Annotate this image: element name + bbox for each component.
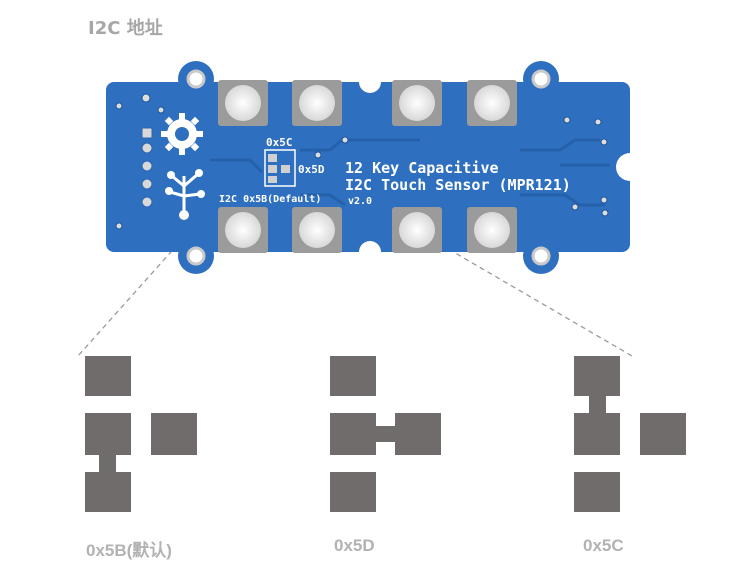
caption-0x5d: 0x5D	[334, 536, 375, 556]
board-addr-right: 0x5D	[298, 163, 325, 176]
electrode	[218, 207, 268, 253]
jumper-option-0x5b	[85, 356, 197, 512]
jumper-option-0x5c	[574, 356, 686, 512]
board-label-line1: 12 Key Capacitive	[345, 159, 499, 177]
electrode	[218, 80, 268, 126]
mount-hole	[533, 248, 549, 264]
board-addr-top: 0x5C	[266, 136, 293, 149]
caption-0x5b: 0x5B(默认)	[86, 536, 172, 561]
electrode	[392, 80, 442, 126]
grove-logo-icon	[161, 113, 203, 155]
mount-hole	[188, 71, 204, 87]
board-label-line2: I2C Touch Sensor (MPR121)	[345, 176, 571, 194]
mount-hole	[533, 71, 549, 87]
pcb-board: 0x5C 0x5D I2C 0x5B(Default) 12 Key Capac…	[106, 61, 644, 274]
electrode	[292, 207, 342, 253]
board-version: v2.0	[348, 196, 372, 207]
mount-hole	[188, 248, 204, 264]
electrode	[292, 80, 342, 126]
electrode	[467, 80, 517, 126]
electrode	[467, 207, 517, 253]
caption-0x5c: 0x5C	[583, 536, 624, 556]
electrode	[392, 207, 442, 253]
jumper-option-0x5d	[330, 356, 441, 512]
board-addr-default: I2C 0x5B(Default)	[219, 194, 321, 205]
